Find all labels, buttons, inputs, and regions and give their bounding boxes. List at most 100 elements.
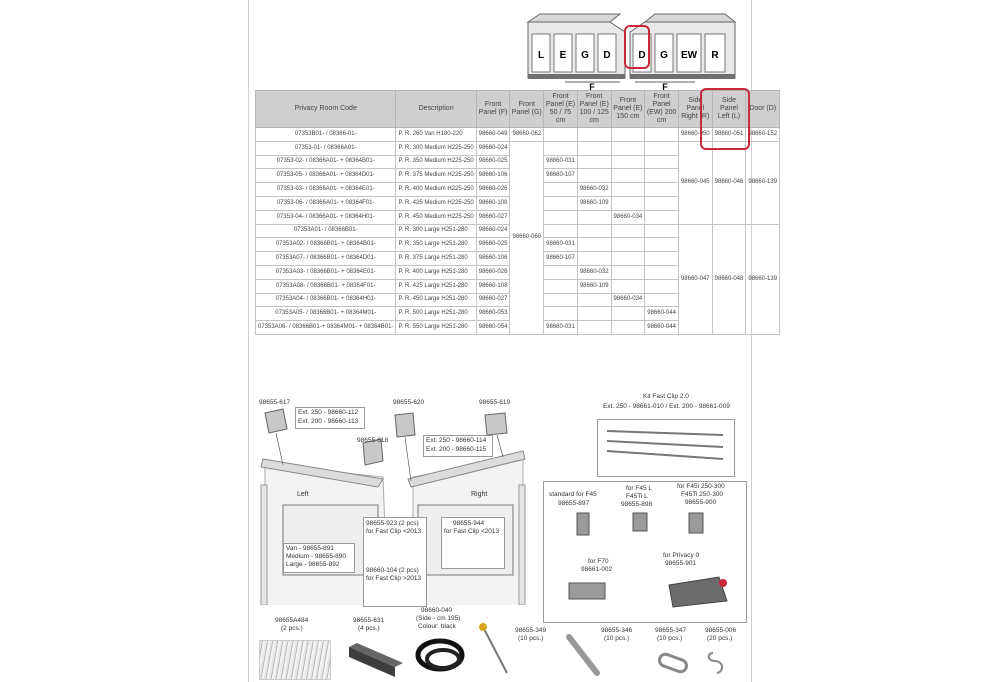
- cell-code: 07353A03- / 08366B01- + 08364E01-: [254, 264, 397, 280]
- header-front-ew: Front Panel (EW) 200 cm: [644, 90, 679, 128]
- tent-panel-g: G: [581, 50, 589, 61]
- cell-ew: [644, 168, 679, 184]
- fastclip-box: [363, 517, 427, 607]
- ext-b-250: Ext. 250 - 98660-114: [426, 437, 487, 444]
- cell-code: 07353-01- / 08366A01-: [254, 140, 397, 156]
- tent-panel-ew: EW: [681, 50, 698, 61]
- header-front-g: Front Panel (G): [509, 90, 545, 128]
- cell-ew: [644, 209, 679, 225]
- cell-desc: P. R. 375 Medium H225-250: [395, 168, 477, 184]
- cell-side-left-group2: 98660-048: [711, 223, 747, 335]
- cell-code: 07353A08- / 08366B01- + 08364F01-: [254, 278, 397, 294]
- cell-code: 07353-05- / 08366A01- + 08364D01-: [254, 168, 397, 184]
- cell-e100: [576, 292, 612, 308]
- door-highlight-table: [700, 88, 750, 150]
- cell-e150: [610, 237, 646, 253]
- part-98655-618: 98655-618: [357, 437, 389, 444]
- std-98655-897: 98655-897: [558, 500, 590, 507]
- cell-e100: [576, 223, 612, 239]
- cell-e150: 98660-034: [610, 292, 646, 308]
- cell-e50: [543, 127, 578, 142]
- cell-ew: 98660-044: [644, 320, 679, 335]
- table-row: 07353B01- / 08366-01- P. R. 260 Van H180…: [254, 127, 781, 142]
- part-98660-040-colour: Colour: black: [418, 623, 456, 630]
- cell-ew: [644, 127, 679, 142]
- cell-e100: [576, 140, 612, 156]
- table-row: 07353A04- / 08366B01- + 08364H01- P. R. …: [254, 292, 780, 308]
- cell-desc: P. R. 350 Large H251-280: [395, 237, 477, 253]
- ext-box-a: [295, 407, 365, 429]
- table-row: 07353-04- / 08366A01- + 08364H01- P. R. …: [254, 209, 780, 225]
- s-hook-thumbnail: [707, 652, 723, 674]
- table-row: 07353-06- / 08366A01- + 08364F01- P. R. …: [254, 195, 780, 211]
- cell-e100: 98660-109: [576, 278, 612, 294]
- cell-e50: [543, 195, 578, 211]
- right-label: Right: [471, 491, 488, 498]
- cell-desc: P. R. 500 Large H251-280: [395, 306, 477, 322]
- cell-ew: [644, 278, 679, 294]
- cell-desc: P. R. 260 Van H180-220: [395, 127, 477, 142]
- cell-e100: 98660-032: [576, 264, 612, 280]
- cell-front-f: 98660-027: [475, 292, 511, 308]
- privacy-room-spec-table: Privacy Room Code Description Front Pane…: [254, 90, 781, 335]
- cell-e150: [610, 264, 646, 280]
- header-front-e150: Front Panel (E) 150 cm: [610, 90, 646, 128]
- tent-panel-e: E: [560, 50, 567, 61]
- part-98655-346: 98655-346: [601, 627, 633, 634]
- strap-thumbnail: [566, 634, 600, 676]
- part-98655A484-qty: (2 pcs.): [281, 625, 303, 632]
- table-header-row: Privacy Room Code Description Front Pane…: [254, 90, 781, 128]
- f45i: for F45i 250-300: [677, 483, 725, 490]
- ext-box-b: [423, 435, 493, 457]
- cell-desc: P. R. 450 Large H251-280: [395, 292, 477, 308]
- cell-door: 98660-152: [745, 127, 781, 142]
- cell-e150: 98660-034: [610, 209, 646, 225]
- cell-e100: [576, 306, 612, 322]
- cell-code: 07353A05- / 08366B01- + 08364M01-: [254, 306, 397, 322]
- ext-a-250: Ext. 250 - 98660-112: [298, 409, 359, 416]
- door-highlight-diagram: [624, 25, 650, 69]
- ext-b-200: Ext. 200 - 98660-115: [426, 446, 487, 453]
- cell-e100: 98660-032: [576, 182, 612, 197]
- cell-desc: P. R. 425 Large H251-280: [395, 278, 477, 294]
- table-row: 07353-02- / 08366A01- + 08364B01- P. R. …: [254, 154, 780, 170]
- clip-98655-944: 98655-944: [453, 520, 485, 527]
- cell-e50: 98660-031: [543, 320, 578, 335]
- cell-front-f: 98660-025: [475, 154, 511, 170]
- tent-layout-diagram: L E G D D G EW R F F: [526, 13, 737, 90]
- part-98655A484: 98655A484: [275, 617, 309, 624]
- clip-98655-923: 98655-923 (2 pcs): [366, 520, 419, 527]
- cell-code: 07353B01- / 08366-01-: [254, 127, 397, 142]
- cell-e150: [610, 168, 646, 184]
- clip-98655-944-note: for Fast Clip <2013: [444, 528, 500, 535]
- strips-image: [259, 640, 331, 680]
- cell-code: 07353-02- / 08366A01- + 08364B01-: [254, 154, 397, 170]
- cell-desc: P. R. 550 Large H251-280: [395, 320, 477, 335]
- part-98655-346-qty: (10 pcs.): [604, 635, 630, 642]
- cell-e150: [610, 223, 646, 239]
- cell-code: 07353A07- / 08366B01- + 08364D01-: [254, 251, 397, 266]
- cell-front-f: 98660-106: [475, 251, 511, 266]
- bracket-thumbnails: [568, 512, 728, 608]
- large-98655-892: Large - 98655-892: [286, 561, 340, 568]
- cell-code: 07353-03- / 08366A01- + 08364E01-: [254, 182, 397, 197]
- medium-98655-890: Medium - 98655-890: [286, 553, 346, 560]
- cell-side-left-group1: 98660-046: [711, 140, 747, 225]
- cell-e100: [576, 168, 612, 184]
- awning-parts-illustration: [260, 408, 526, 605]
- cell-e150: [610, 195, 646, 211]
- f45l: for F45 L: [626, 485, 653, 492]
- table-row: 07353-03- / 08366A01- + 08364E01- P. R. …: [254, 182, 780, 197]
- cell-front-f: 98660-026: [475, 182, 511, 197]
- cell-front-f: 98660-054: [475, 320, 511, 335]
- kit-fast-clip-box: [597, 419, 735, 477]
- cell-e50: [543, 264, 578, 280]
- f45i-98655-900: 98655-900: [685, 499, 717, 506]
- cell-front-f: 98660-025: [475, 237, 511, 253]
- part-98655-347-qty: (10 pcs.): [657, 635, 683, 642]
- part-98655-617: 98655-617: [259, 399, 291, 406]
- part-98655-620: 98655-620: [393, 399, 425, 406]
- cell-front-f: 98660-108: [475, 195, 511, 211]
- part-98660-040-side: (Side - cm 195): [416, 615, 461, 622]
- cell-e50: [543, 292, 578, 308]
